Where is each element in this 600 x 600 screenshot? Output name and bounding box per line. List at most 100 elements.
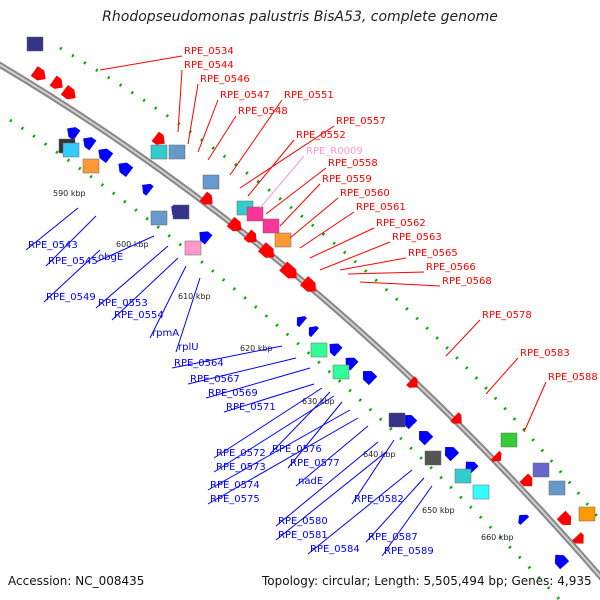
reverse-gene-arrow [518, 514, 530, 525]
gene-arrow-shape [554, 554, 570, 570]
gene-leader-line [45, 215, 97, 267]
gene-leader-line [99, 55, 183, 71]
gene-label: RPE_0543 [28, 240, 78, 251]
gene-label: RPE_0562 [376, 218, 426, 229]
gene-feature-box [26, 36, 44, 52]
gene-label: RPE_0559 [322, 174, 372, 185]
gene-arrow-shape [519, 473, 533, 487]
forward-gene-arrow [258, 242, 275, 258]
reverse-gene-arrow [118, 162, 134, 178]
gene-label: RPE_0577 [290, 458, 340, 469]
gene-leader-line [187, 83, 199, 145]
gene-leader-line [523, 381, 547, 433]
gene-feature-box [62, 142, 80, 158]
gene-feature-box [202, 174, 220, 190]
gene-arrow-shape [279, 261, 297, 279]
forward-gene-arrow [572, 532, 584, 544]
gene-arrow-shape [329, 343, 343, 357]
gene-feature-box [150, 144, 168, 160]
gene-leader-line [365, 477, 425, 543]
gene-leader-line [25, 207, 79, 251]
gene-label: RPE_0551 [284, 90, 334, 101]
gene-feature-box [168, 144, 186, 160]
gene-label: RPE_0560 [340, 188, 390, 199]
gene-arrow-shape [556, 510, 572, 526]
gene-label: RPE_0553 [98, 298, 148, 309]
gene-arrow-shape [243, 229, 257, 243]
forward-gene-arrow [199, 191, 213, 205]
gene-leader-line [295, 425, 369, 487]
reverse-gene-arrow [296, 316, 307, 328]
gene-label: RPE_0581 [278, 530, 328, 541]
gene-label: RPE_0563 [392, 232, 442, 243]
gene-arrow-shape [258, 242, 275, 258]
gene-label: RPE_0554 [114, 310, 164, 321]
gene-leader-line [213, 395, 335, 473]
map-title: Rhodopseudomonas palustris BisA53, compl… [102, 9, 498, 25]
gene-leader-line [247, 139, 295, 197]
kbp-position-label: 620 kbp [240, 344, 273, 353]
reverse-gene-arrow [67, 127, 81, 141]
gene-leader-line [205, 367, 311, 399]
backbone-inner [0, 63, 600, 578]
kbp-position-label: 600 kbp [116, 240, 149, 249]
gene-feature-box [262, 218, 280, 234]
gene-feature-box [454, 468, 472, 484]
kbp-position-label: 640 kbp [363, 450, 396, 459]
gene-leader-line [265, 167, 327, 215]
topology-label: Topology: circular; Length: 5,505,494 bp… [262, 574, 592, 588]
gene-leader-line [445, 319, 481, 357]
reverse-gene-arrow [419, 431, 434, 446]
gene-arrow-shape [296, 316, 307, 328]
gene-arrow-shape [67, 127, 81, 141]
gene-label: RPE_0534 [184, 46, 234, 57]
gene-arrow-shape [450, 412, 462, 424]
reverse-gene-arrow [362, 370, 378, 386]
gene-label: RPE_0546 [200, 74, 250, 85]
gene-leader-line [485, 357, 519, 395]
gene-leader-line [259, 155, 305, 209]
gene-arrow-shape [362, 370, 378, 386]
gene-leader-line [381, 485, 433, 557]
gene-leader-line [175, 277, 201, 353]
gene-feature-box [82, 158, 100, 174]
kbp-position-label: 660 kbp [481, 533, 514, 542]
gene-leader-line [339, 257, 407, 271]
reverse-gene-arrow [444, 446, 460, 462]
gene-label: RPE_0587 [368, 532, 418, 543]
gene-leader-line [197, 99, 219, 153]
kbp-position-label: 630 kbp [302, 397, 335, 406]
reverse-gene-arrow [329, 343, 343, 357]
tick-ring-outer [59, 46, 600, 521]
gene-leader-line [149, 265, 187, 339]
gene-label: RPE_0565 [408, 248, 458, 259]
gene-arrow-shape [49, 75, 63, 89]
gene-label: RPE_0567 [190, 374, 240, 385]
gene-feature-box [472, 484, 490, 500]
gene-feature-box [500, 432, 518, 448]
forward-gene-arrow [406, 376, 418, 388]
forward-gene-arrow [151, 131, 165, 145]
gene-leader-line [347, 271, 425, 275]
gene-label: RPE_0569 [208, 388, 258, 399]
gene-leader-line [187, 357, 297, 385]
gene-arrow-shape [490, 450, 502, 462]
gene-label: RPE_0547 [220, 90, 270, 101]
gene-label: RPE_0576 [272, 444, 322, 455]
gene-feature-box [424, 450, 442, 466]
gene-feature-box [332, 364, 350, 380]
gene-arrow-shape [518, 514, 530, 525]
gene-feature-box [532, 462, 550, 478]
gene-label: rplU [178, 342, 199, 353]
gene-leader-line [299, 211, 355, 249]
forward-gene-arrow [300, 276, 316, 292]
forward-gene-arrow [519, 473, 533, 487]
gene-leader-line [289, 197, 339, 239]
gene-label: RPE_R0009 [306, 146, 363, 157]
gene-feature-box [274, 232, 292, 248]
gene-label: RPE_0564 [174, 358, 224, 369]
gene-label: RPE_0557 [336, 116, 386, 127]
gene-arrow-shape [98, 148, 114, 163]
gene-feature-box [310, 342, 328, 358]
